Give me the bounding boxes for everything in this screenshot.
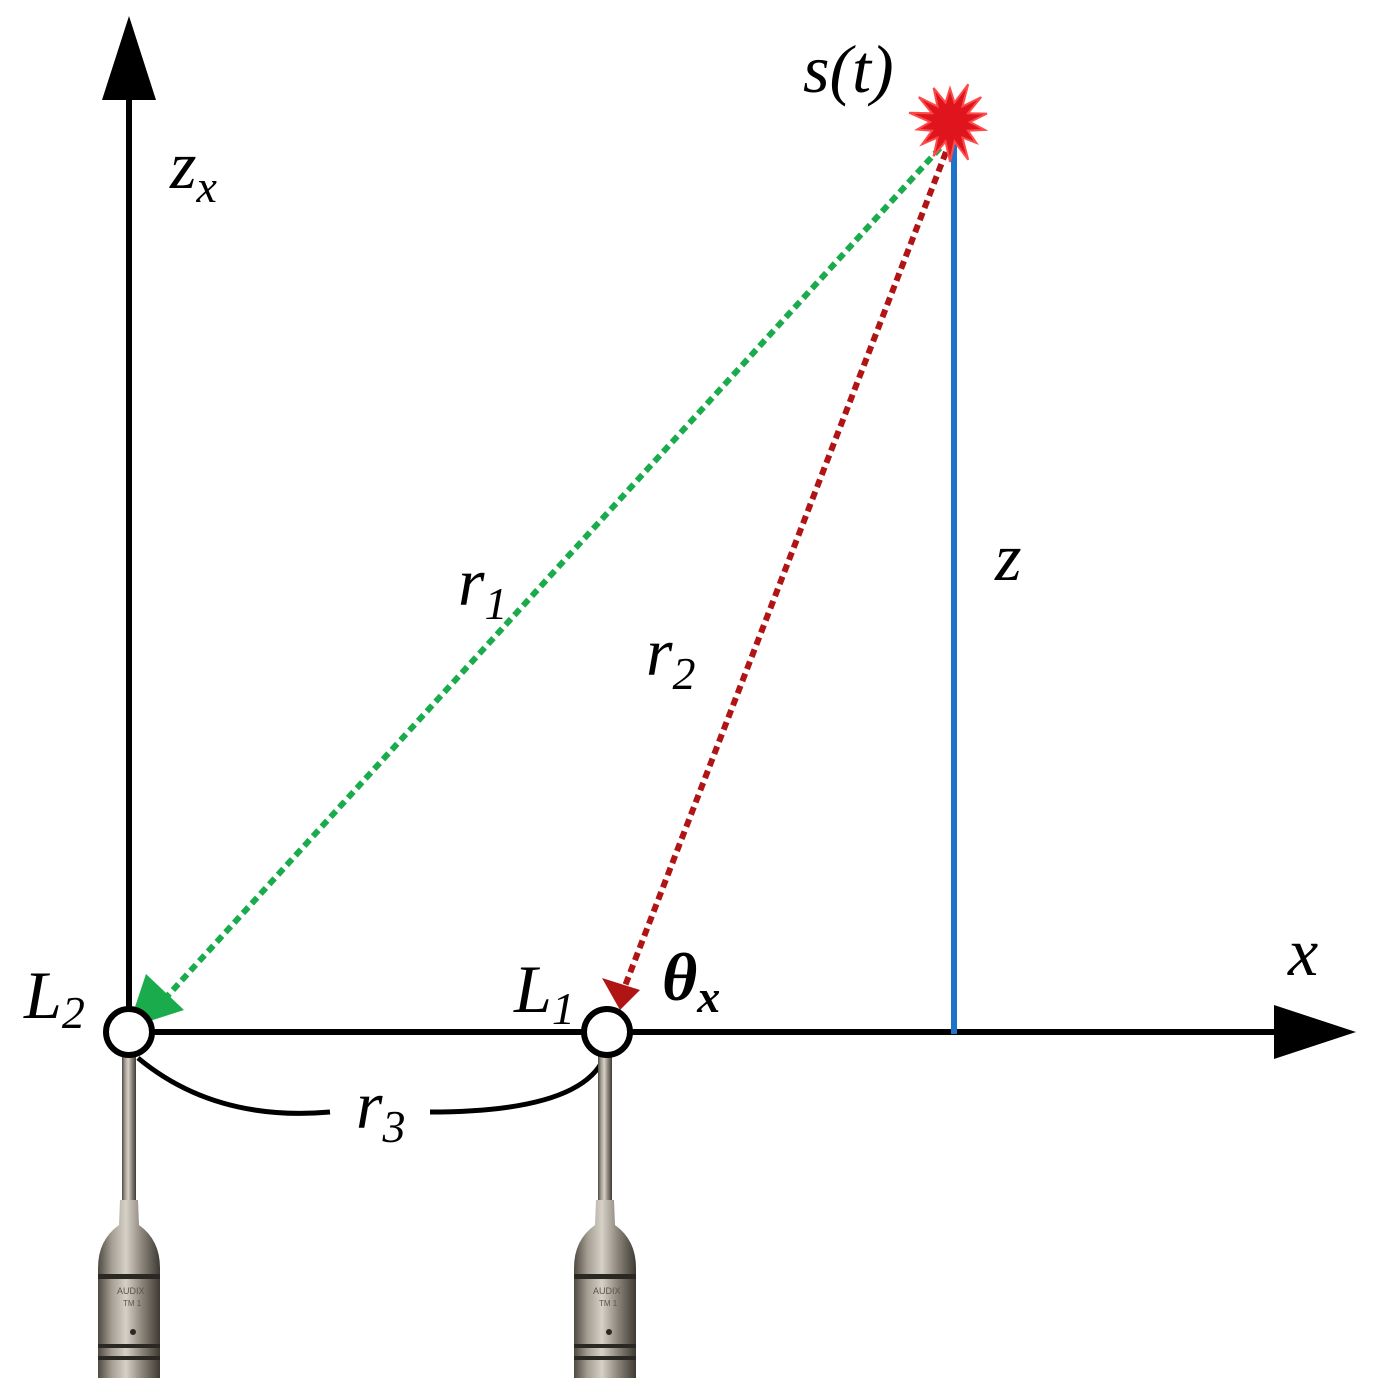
r2-arrowhead [602,978,640,1010]
horizontal-axis [129,1005,1356,1059]
horizontal-axis-label: x [1287,914,1318,990]
r2-path [622,150,949,988]
horizontal-axis-arrowhead [1274,1005,1356,1059]
height-label: z [994,519,1021,595]
burst-shape [908,83,989,163]
vertical-axis-arrowhead [102,16,156,100]
sound-source-burst-icon [908,83,989,163]
mic-l1-model: TM 1 [599,1299,618,1308]
mic-l1-brand: AUDIX [593,1286,621,1296]
r1-path [159,145,943,1005]
r3-arc-right [429,1056,607,1115]
source-label: s(t) [803,31,894,107]
vertical-axis-label: zx [169,127,217,212]
microphone-l1: AUDIX TM 1 [574,1055,636,1378]
r3-arc [136,1056,331,1116]
vertical-axis [102,16,156,1032]
microphone-l2: AUDIX TM 1 [98,1055,160,1378]
angle-label: θx [662,939,720,1022]
mic-l2-label: L2 [23,957,85,1038]
r2-label: r2 [646,614,695,699]
r3-label: r3 [356,1067,405,1152]
mic-l1-label: L1 [513,951,575,1034]
mic-l2-capsule [103,1006,155,1058]
mic-l2-brand: AUDIX [117,1286,145,1296]
mic-l2-model: TM 1 [123,1299,142,1308]
r1-label: r1 [458,544,507,629]
mic-l1-capsule [581,1006,633,1058]
